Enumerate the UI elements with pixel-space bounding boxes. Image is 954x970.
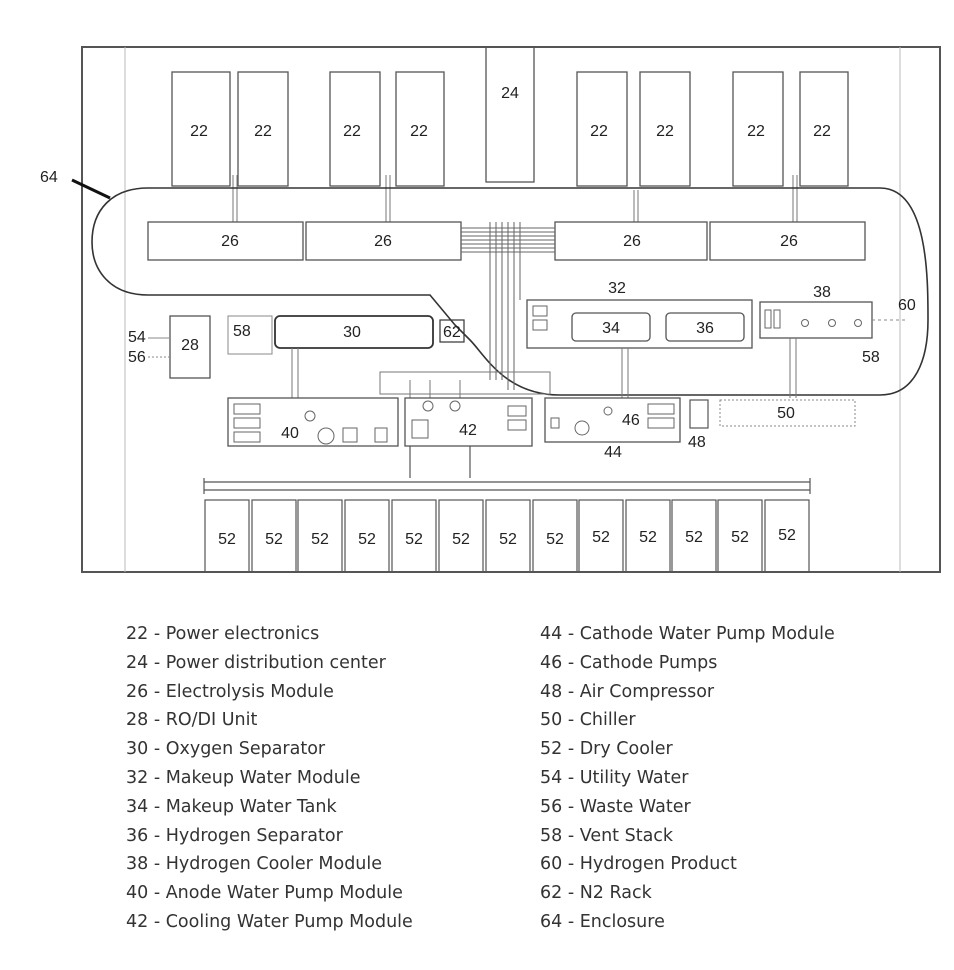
- label-dry-cooler: 52: [405, 531, 423, 548]
- label-vent-stack: 58: [862, 349, 880, 366]
- legend-item: 50 - Chiller: [540, 706, 835, 735]
- system-layout-diagram: 22 22 22 22 22 22 22 22 24 64 26 26 26 2…: [0, 0, 954, 600]
- label-cathode-pumps: 46: [622, 412, 640, 429]
- label-makeup-water-tank: 34: [602, 320, 620, 337]
- legend-item: 58 - Vent Stack: [540, 822, 835, 851]
- anode-water-pump-module-box: [228, 398, 398, 446]
- label-electrolysis-module: 26: [623, 233, 641, 250]
- legend-item: 48 - Air Compressor: [540, 678, 835, 707]
- label-dry-cooler: 52: [265, 531, 283, 548]
- label-enclosure: 64: [40, 169, 58, 186]
- label-utility-water: 54: [128, 329, 146, 346]
- label-dry-cooler: 52: [311, 531, 329, 548]
- label-dry-cooler: 52: [685, 529, 703, 546]
- label-ro-di-unit: 28: [181, 337, 199, 354]
- dry-cooler-header: [204, 446, 810, 494]
- label-makeup-water-module: 32: [608, 280, 626, 297]
- label-air-compressor: 48: [688, 434, 706, 451]
- label-dry-cooler: 52: [778, 527, 796, 544]
- label-dry-cooler: 52: [499, 531, 517, 548]
- legend-item: 56 - Waste Water: [540, 793, 835, 822]
- legend-item: 34 - Makeup Water Tank: [126, 793, 413, 822]
- label-power-electronics: 22: [410, 123, 428, 140]
- label-power-electronics: 22: [254, 123, 272, 140]
- label-cooling-water-pump-module: 42: [459, 422, 477, 439]
- label-dry-cooler: 52: [639, 529, 657, 546]
- label-oxygen-separator: 30: [343, 324, 361, 341]
- label-dry-cooler: 52: [218, 531, 236, 548]
- label-power-electronics: 22: [813, 123, 831, 140]
- label-hydrogen-cooler-module: 38: [813, 284, 831, 301]
- label-anode-water-pump-module: 40: [281, 425, 299, 442]
- legend-item: 28 - RO/DI Unit: [126, 706, 413, 735]
- legend-item: 44 - Cathode Water Pump Module: [540, 620, 835, 649]
- legend-item: 22 - Power electronics: [126, 620, 413, 649]
- site-boundary: [82, 47, 940, 572]
- process-piping: [292, 338, 796, 398]
- enclosure-pointer: [72, 180, 110, 198]
- label-power-distribution-center: 24: [501, 85, 519, 102]
- label-electrolysis-module: 26: [221, 233, 239, 250]
- air-compressor-box: [690, 400, 708, 428]
- legend-item: 52 - Dry Cooler: [540, 735, 835, 764]
- legend-left-column: 22 - Power electronics 24 - Power distri…: [126, 620, 413, 937]
- label-dry-cooler: 52: [452, 531, 470, 548]
- label-power-electronics: 22: [590, 123, 608, 140]
- label-dry-cooler: 52: [546, 531, 564, 548]
- legend-item: 40 - Anode Water Pump Module: [126, 879, 413, 908]
- cathode-pumps-box: [648, 404, 674, 414]
- legend-item: 62 - N2 Rack: [540, 879, 835, 908]
- label-cathode-water-pump-module: 44: [604, 444, 622, 461]
- legend-item: 30 - Oxygen Separator: [126, 735, 413, 764]
- label-power-electronics: 22: [656, 123, 674, 140]
- label-hydrogen-product: 60: [898, 297, 916, 314]
- label-hydrogen-separator: 36: [696, 320, 714, 337]
- label-electrolysis-module: 26: [374, 233, 392, 250]
- legend-item: 46 - Cathode Pumps: [540, 649, 835, 678]
- makeup-water-fixture: [533, 320, 547, 330]
- legend-item: 42 - Cooling Water Pump Module: [126, 908, 413, 937]
- label-power-electronics: 22: [343, 123, 361, 140]
- legend-item: 60 - Hydrogen Product: [540, 850, 835, 879]
- legend-item: 64 - Enclosure: [540, 908, 835, 937]
- hydrogen-cooler-module-box: [760, 302, 872, 338]
- makeup-water-fixture: [533, 306, 547, 316]
- legend-item: 38 - Hydrogen Cooler Module: [126, 850, 413, 879]
- legend-item: 24 - Power distribution center: [126, 649, 413, 678]
- label-electrolysis-module: 26: [780, 233, 798, 250]
- label-vent-stack: 58: [233, 323, 251, 340]
- legend-item: 54 - Utility Water: [540, 764, 835, 793]
- label-n2-rack: 62: [443, 324, 461, 341]
- label-power-electronics: 22: [190, 123, 208, 140]
- legend-item: 32 - Makeup Water Module: [126, 764, 413, 793]
- label-dry-cooler: 52: [358, 531, 376, 548]
- label-dry-cooler: 52: [731, 529, 749, 546]
- legend-item: 36 - Hydrogen Separator: [126, 822, 413, 851]
- label-chiller: 50: [777, 405, 795, 422]
- label-power-electronics: 22: [747, 123, 765, 140]
- power-distribution-center-box: [486, 47, 534, 182]
- legend-item: 26 - Electrolysis Module: [126, 678, 413, 707]
- cathode-water-pump-module-box: [545, 398, 680, 442]
- label-waste-water: 56: [128, 349, 146, 366]
- label-dry-cooler: 52: [592, 529, 610, 546]
- enclosure-outline: [92, 188, 928, 395]
- legend-right-column: 44 - Cathode Water Pump Module 46 - Cath…: [540, 620, 835, 937]
